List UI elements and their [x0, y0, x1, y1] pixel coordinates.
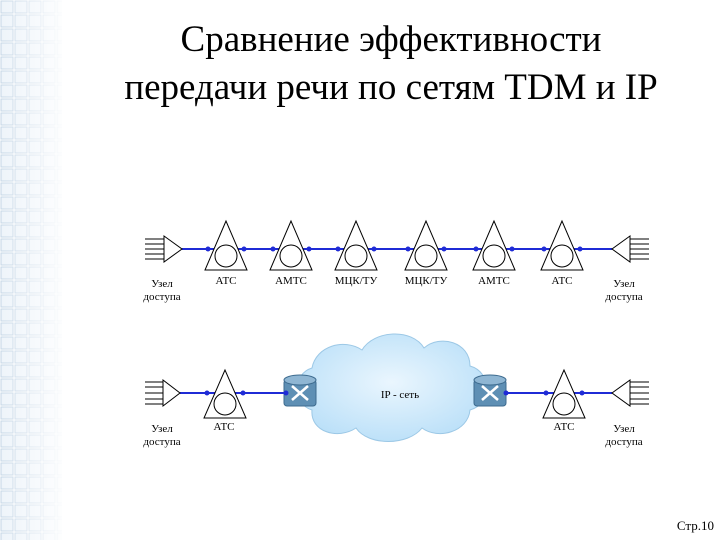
- title-line-2: передачи речи по сетям TDM и IP: [124, 67, 658, 108]
- cloud-label: IP - сеть: [381, 389, 419, 401]
- switch-node-icon: [204, 219, 248, 271]
- ip-cloud: [296, 333, 487, 442]
- title-line-1: Сравнение эффективности: [180, 19, 602, 60]
- node-label: Узел: [613, 423, 635, 435]
- router-icon: [473, 374, 509, 407]
- switch-node-icon: [404, 219, 448, 271]
- node-label: доступа: [143, 291, 180, 303]
- access-node-icon: [611, 379, 649, 407]
- access-node-icon: [145, 235, 183, 263]
- node-label: доступа: [143, 436, 180, 448]
- slide-title: Сравнение эффективности передачи речи по…: [62, 16, 720, 112]
- switch-node-icon: [540, 219, 584, 271]
- switch-node-icon: [542, 368, 586, 419]
- access-node-icon: [611, 235, 649, 263]
- node-label: доступа: [605, 291, 642, 303]
- node-label: АТС: [551, 275, 572, 287]
- switch-node-icon: [269, 219, 313, 271]
- router-icon: [283, 374, 317, 407]
- access-node-icon: [145, 378, 181, 408]
- node-label: МЦК/ТУ: [335, 275, 378, 287]
- node-label: Узел: [151, 278, 173, 290]
- node-label: АМТС: [275, 275, 307, 287]
- node-label: МЦК/ТУ: [405, 275, 448, 287]
- page-number: Стр.10: [676, 518, 714, 533]
- node-label: Узел: [613, 278, 635, 290]
- node-label: Узел: [151, 423, 173, 435]
- node-label: доступа: [605, 436, 642, 448]
- switch-node-icon: [472, 219, 516, 271]
- node-label: АТС: [553, 421, 574, 433]
- node-label: АТС: [213, 421, 234, 433]
- ip-chain: IP - сеть: [143, 333, 649, 448]
- switch-node-icon: [334, 219, 378, 271]
- tdm-chain: Узел доступа АТС АМТС МЦК/ТУ МЦК/ТУ АМТС…: [143, 219, 649, 303]
- switch-node-icon: [203, 368, 247, 419]
- decorative-grid: [0, 0, 62, 540]
- node-label: АТС: [215, 275, 236, 287]
- node-label: АМТС: [478, 275, 510, 287]
